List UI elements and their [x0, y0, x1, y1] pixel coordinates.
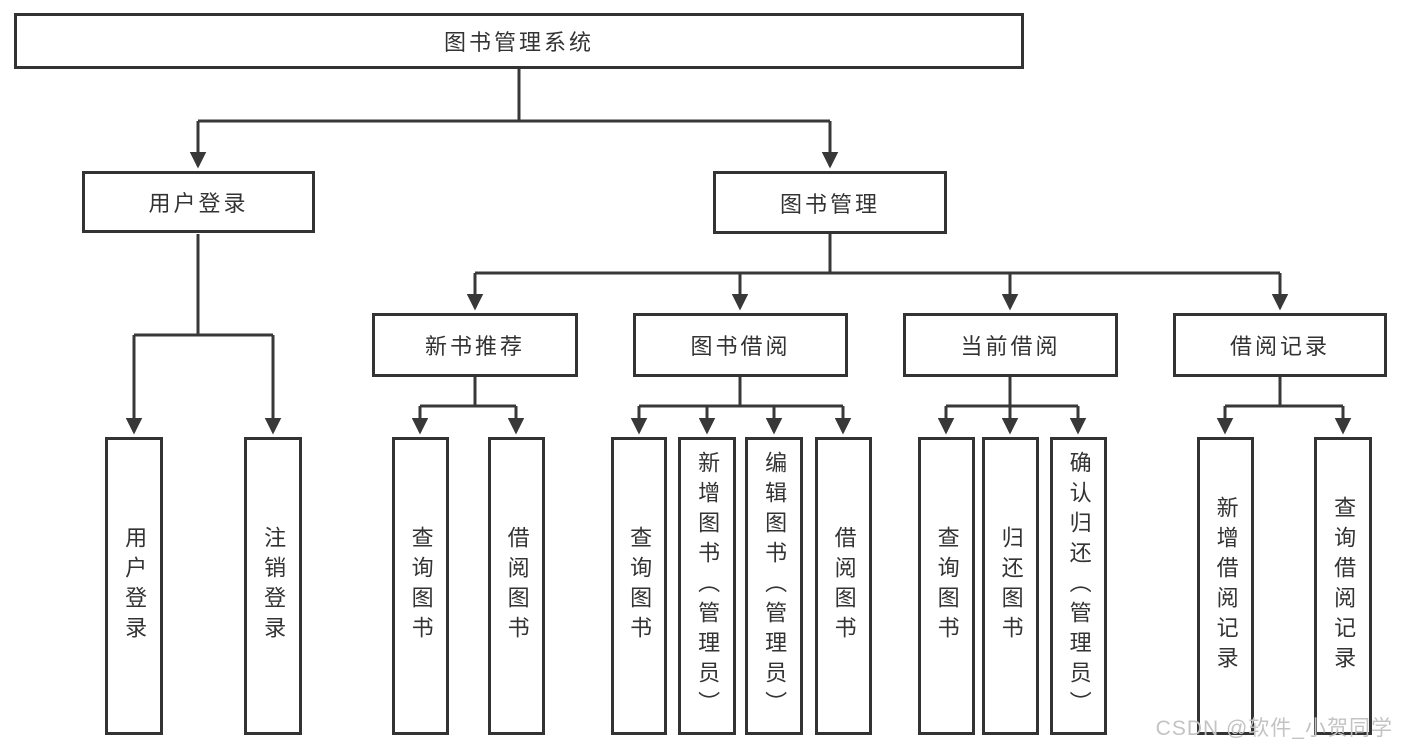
node-current-borrowing: 当前借阅	[903, 313, 1118, 377]
leaf-query-books-borrowing: 查询图书	[611, 437, 667, 735]
leaf-query-borrow-record-label: 查询借阅记录	[1331, 496, 1357, 676]
leaf-edit-books-admin: 编辑图书（管理员）	[745, 437, 803, 735]
node-new-book-recommend-label: 新书推荐	[424, 334, 525, 359]
node-book-management: 图书管理	[713, 171, 947, 234]
leaf-confirm-return-admin: 确认归还（管理员）	[1050, 437, 1107, 735]
leaf-borrow-books-recommend: 借阅图书	[488, 437, 545, 735]
leaf-add-books-admin: 新增图书（管理员）	[678, 437, 736, 735]
leaf-user-login: 用户登录	[105, 437, 163, 735]
leaf-add-borrow-record-label: 新增借阅记录	[1213, 496, 1239, 676]
leaf-query-books-recommend-label: 查询图书	[408, 526, 434, 646]
node-borrowing-records: 借阅记录	[1173, 313, 1387, 377]
node-book-borrowing: 图书借阅	[633, 313, 848, 377]
leaf-query-books-current: 查询图书	[918, 437, 975, 735]
leaf-return-books-label: 归还图书	[998, 526, 1024, 646]
leaf-query-borrow-record: 查询借阅记录	[1314, 437, 1372, 735]
node-new-book-recommend: 新书推荐	[372, 313, 578, 377]
leaf-query-books-current-label: 查询图书	[934, 526, 960, 646]
leaf-query-books-recommend: 查询图书	[392, 437, 449, 735]
leaf-query-books-borrowing-label: 查询图书	[627, 526, 653, 646]
leaf-borrow-books-borrowing: 借阅图书	[815, 437, 872, 735]
leaf-add-borrow-record: 新增借阅记录	[1197, 437, 1254, 735]
leaf-confirm-return-admin-label: 确认归还（管理员）	[1066, 451, 1092, 721]
node-user-login: 用户登录	[82, 171, 315, 233]
node-current-borrowing-label: 当前借阅	[960, 334, 1061, 359]
node-user-login-label: 用户登录	[148, 191, 249, 216]
leaf-add-books-admin-label: 新增图书（管理员）	[695, 451, 721, 721]
leaf-borrow-books-borrowing-label: 借阅图书	[831, 526, 857, 646]
csdn-watermark: CSDN @软件_小贺同学	[1155, 717, 1393, 740]
leaf-logout-login: 注销登录	[244, 437, 302, 735]
leaf-user-login-label: 用户登录	[122, 526, 148, 646]
leaf-edit-books-admin-label: 编辑图书（管理员）	[762, 451, 788, 721]
node-book-borrowing-label: 图书借阅	[690, 334, 791, 359]
node-book-management-label: 图书管理	[779, 191, 880, 217]
node-root: 图书管理系统	[14, 13, 1024, 69]
node-root-label: 图书管理系统	[443, 30, 594, 55]
leaf-logout-login-label: 注销登录	[261, 526, 287, 646]
leaf-return-books: 归还图书	[982, 437, 1039, 735]
node-borrowing-records-label: 借阅记录	[1229, 334, 1330, 359]
leaf-borrow-books-recommend-label: 借阅图书	[504, 526, 530, 646]
